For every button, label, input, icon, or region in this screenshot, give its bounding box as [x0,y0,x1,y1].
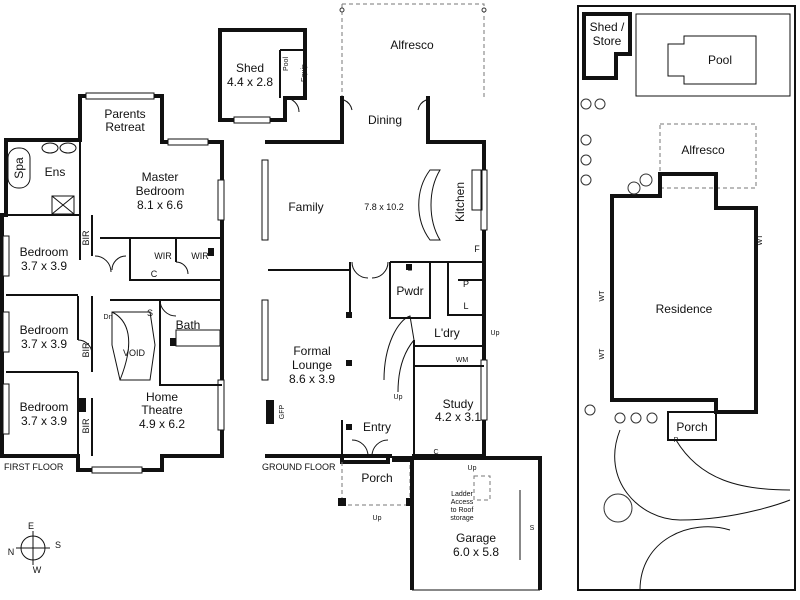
ground-floor-label: GROUND FLOOR [262,462,336,472]
ladder-label-3: to Roof [451,507,474,514]
bedroom2-label: Bedroom [20,323,69,337]
ground-floor-plan: Shed 4.4 x 2.8 Pool Equip Alfresco Dinin… [218,3,542,591]
study-size: 4.2 x 3.1 [435,410,481,424]
residence-label: Residence [656,302,713,316]
master-bedroom-label: Master [142,170,179,184]
site-pool-label: Pool [708,53,732,67]
bedroom1-size: 3.7 x 3.9 [21,259,67,273]
bedroom1-label: Bedroom [20,245,69,259]
fridge-label: F [474,244,480,254]
bedroom2-size: 3.7 x 3.9 [21,337,67,351]
garage-up-label: Up [468,465,477,472]
bir1-label: BIR [81,230,91,246]
site-wt3-label: WT [599,348,606,360]
formal-lounge-label: Formal [293,344,330,358]
garage-size: 6.0 x 5.8 [453,545,499,559]
bir2-label: BIR [81,342,91,358]
porch-label: Porch [361,471,392,485]
site-porch-label: Porch [676,420,707,434]
alfresco-label: Alfresco [390,38,434,52]
bir3-label: BIR [81,418,91,434]
void-label: VOID [123,348,146,358]
garage-s-label: S [530,525,535,532]
ladder-label-4: storage [450,515,473,522]
wir1-label: WIR [154,251,172,261]
site-alfresco-label: Alfresco [681,143,725,157]
wm-label: WM [456,357,469,364]
ladder-label-2: Access [451,499,474,506]
laundry-label: L'dry [434,326,460,340]
spa-label: Spa [12,157,26,179]
master-bedroom-size: 8.1 x 6.6 [137,198,183,212]
pantry-label: P [463,279,469,289]
wir2-label: WIR [191,251,209,261]
pwdr-label: Pwdr [396,284,423,298]
formal-lounge-label-2: Lounge [292,358,332,372]
porch-up-label: Up [373,515,382,522]
formal-lounge-size: 8.6 x 3.9 [289,372,335,386]
garage-label: Garage [456,531,496,545]
site-porch-p-label: P [674,437,679,444]
site-shed-store-label-2: Store [593,34,622,48]
first-floor-plan: Spa Ens Parents Retreat Master Bedroom 8… [0,92,225,474]
parents-retreat-label: Parents [104,107,145,121]
kitchen-size: 7.8 x 10.2 [364,202,404,212]
dn-label: Dn [104,314,113,321]
site-plan: Shed / Store Pool Alfresco WT WT WT Resi… [577,5,796,591]
home-theatre-label: Home [146,390,178,404]
site-shed-store-label: Shed / [590,20,625,34]
compass-e: E [28,521,34,531]
ens-label: Ens [45,165,66,179]
entry-label: Entry [363,420,391,434]
linen-label: L [463,301,468,311]
compass-w: W [33,565,42,575]
compass-n: N [8,547,15,557]
stairs-up-label: Up [394,394,403,401]
shed-size: 4.4 x 2.8 [227,75,273,89]
site-wt2-label: WT [599,290,606,302]
site-wt1-label: WT [757,234,764,246]
pwdr-s-label: S [408,266,413,273]
bedroom3-size: 3.7 x 3.9 [21,414,67,428]
parents-retreat-label-2: Retreat [105,120,145,134]
home-theatre-label-2: Theatre [141,403,183,417]
compass-s: S [55,540,61,550]
master-bedroom-label-2: Bedroom [136,184,185,198]
coat-label: C [433,449,438,456]
bedroom3-label: Bedroom [20,400,69,414]
family-label: Family [288,200,323,214]
laundry-up-label: Up [491,330,500,337]
shed-label: Shed [236,61,264,75]
bath-label: Bath [176,318,201,332]
pool-equip-label-2: Equip [301,64,308,82]
c-label: C [151,269,158,279]
first-floor-label: FIRST FLOOR [4,462,64,472]
dining-label: Dining [368,113,402,127]
home-theatre-size: 4.9 x 6.2 [139,417,185,431]
ladder-label: Ladder [451,491,473,498]
s-label: S [147,308,153,318]
gfp-label: GFP [279,404,286,419]
study-label: Study [443,397,474,411]
compass-rose: E N S W [8,521,61,575]
pool-equip-label: Pool [283,57,290,71]
kitchen-label: Kitchen [453,182,467,222]
